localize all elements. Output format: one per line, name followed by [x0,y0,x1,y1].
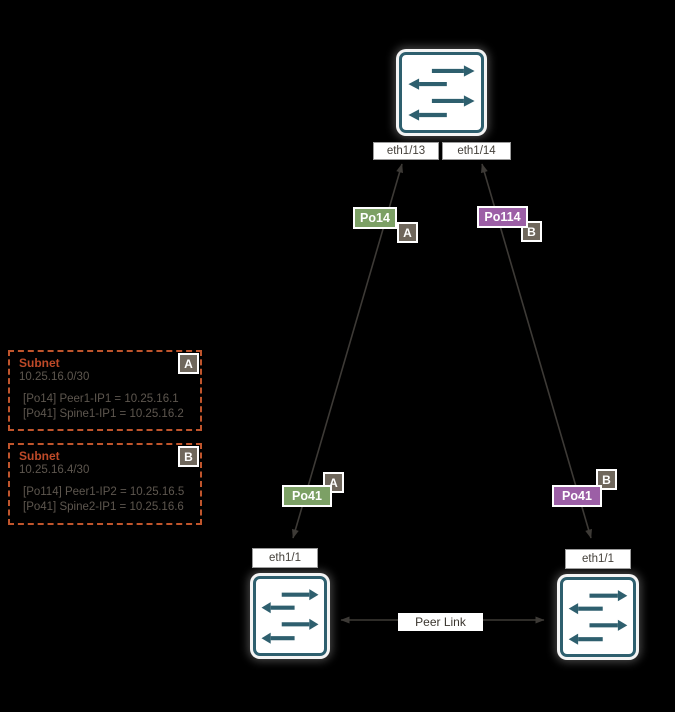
peer-link-label: Peer Link [398,613,483,631]
subnet-b-entry-1: [Po114] Peer1-IP2 = 10.25.16.5 [23,486,185,498]
badge-a-subnet: A [178,353,199,374]
port-channel-po14: Po14 [353,207,397,229]
subnet-box-b: B Subnet 10.25.16.4/30 [Po114] Peer1-IP2… [8,443,202,525]
subnet-b-title: Subnet [19,449,60,463]
subnet-b-cidr: 10.25.16.4/30 [19,464,90,476]
spine-switch-icon [399,52,484,133]
port-channel-po41-right: Po41 [552,485,602,507]
leaf1-switch-icon [253,576,327,656]
port-label-eth1-1-left: eth1/1 [252,548,318,568]
leaf2-switch-icon [560,577,636,657]
port-channel-po41-left: Po41 [282,485,332,507]
subnet-box-a: A Subnet 10.25.16.0/30 [Po14] Peer1-IP1 … [8,350,202,431]
port-label-eth1-14: eth1/14 [442,142,511,160]
badge-b-po41-right: B [596,469,617,490]
switch-arrows-icon [568,590,628,645]
subnet-a-title: Subnet [19,356,60,370]
subnet-a-cidr: 10.25.16.0/30 [19,371,90,383]
port-label-eth1-13: eth1/13 [373,142,439,160]
switch-arrows-icon [261,589,319,644]
port-channel-po114: Po114 [477,206,528,228]
subnet-a-entry-2: [Po41] Spine1-IP1 = 10.25.16.2 [23,408,184,421]
badge-a-po14: A [397,222,418,243]
subnet-b-entry-2: [Po41] Spine2-IP1 = 10.25.16.6 [23,501,184,514]
badge-b-subnet: B [178,446,199,467]
subnet-a-entry-1: [Po14] Peer1-IP1 = 10.25.16.1 [23,393,179,405]
port-label-eth1-1-right: eth1/1 [565,549,631,569]
switch-arrows-icon [408,65,475,121]
